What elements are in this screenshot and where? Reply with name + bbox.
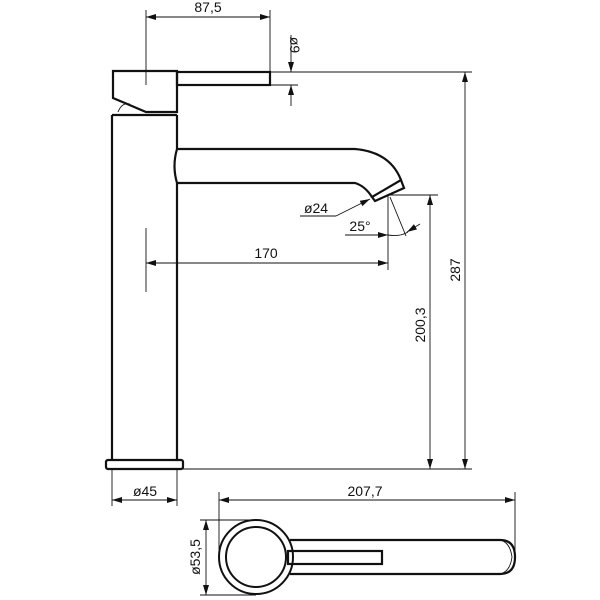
plan-outer-circle xyxy=(218,519,294,595)
plan-inner-circle xyxy=(225,526,287,588)
dim-spout-height: 200,3 xyxy=(412,307,428,342)
handle-block xyxy=(111,69,179,114)
dim-plan-diameter: ø53,5 xyxy=(187,539,203,575)
plan-view xyxy=(218,519,517,595)
spout xyxy=(173,147,403,198)
dim-spout-reach: 170 xyxy=(254,245,278,261)
dimension-lines xyxy=(111,10,516,596)
plan-lever-body xyxy=(290,538,517,576)
dim-lever-length: 87,5 xyxy=(194,0,221,15)
lever xyxy=(175,70,272,87)
dim-spout-angle: 25° xyxy=(349,218,370,234)
body xyxy=(110,113,179,460)
side-view xyxy=(104,69,406,471)
dim-total-height: 287 xyxy=(447,258,463,282)
base-flange xyxy=(104,458,185,471)
spout-tip xyxy=(370,178,406,203)
dim-lever-diameter: ø9 xyxy=(287,37,303,54)
plan-lever-slot xyxy=(286,549,384,566)
dim-base-diameter: ø45 xyxy=(133,483,157,499)
dim-spout-diameter: ø24 xyxy=(304,200,328,216)
dim-plan-length: 207,7 xyxy=(347,483,382,499)
handle-joint xyxy=(117,103,131,113)
